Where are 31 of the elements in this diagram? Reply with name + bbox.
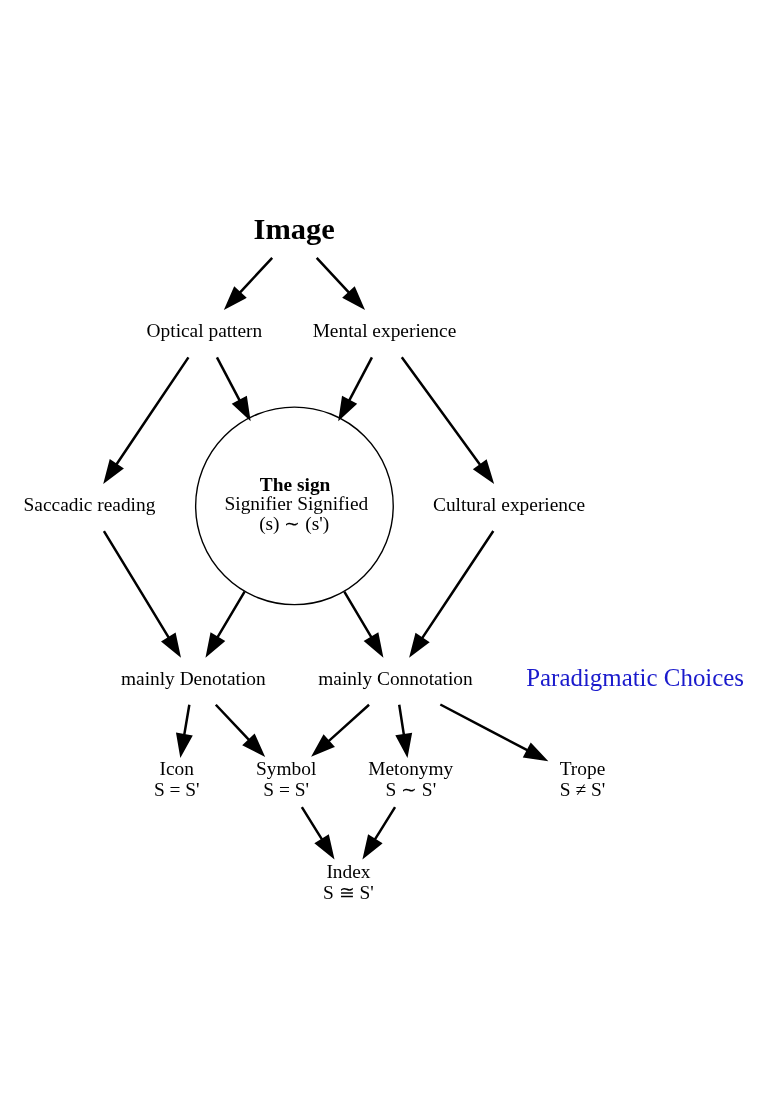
arrow bbox=[409, 530, 495, 658]
node-text: Optical pattern bbox=[146, 320, 263, 342]
node-text: Saccadic reading bbox=[23, 494, 156, 515]
arrow bbox=[214, 703, 266, 758]
arrow bbox=[315, 257, 366, 310]
label: Paradigmatic Choices bbox=[526, 663, 745, 691]
node-text: Trope S ≠ S' bbox=[559, 758, 606, 801]
node-text: Metonymy S ∼ S' bbox=[368, 758, 454, 801]
arrow bbox=[223, 257, 274, 310]
node-text: mainly Connotation bbox=[318, 667, 473, 689]
arrow bbox=[215, 356, 251, 422]
node-text: Symbol S = S' bbox=[255, 758, 317, 801]
node-text: Mental experience bbox=[312, 320, 457, 342]
arrow bbox=[439, 703, 549, 762]
arrow bbox=[343, 591, 384, 658]
node-text: Image bbox=[253, 211, 335, 246]
node-text: Cultural experience bbox=[432, 494, 586, 515]
arrow bbox=[205, 591, 246, 658]
node-text: mainly Denotation bbox=[120, 667, 266, 689]
arrow bbox=[395, 704, 413, 759]
arrow bbox=[311, 703, 370, 757]
node-text: Icon S = S' bbox=[153, 758, 200, 801]
arrow bbox=[103, 356, 190, 485]
arrow bbox=[338, 356, 374, 422]
arrow bbox=[362, 806, 397, 860]
node-circle: The sign Signifier Signified (s) ∼ (s') bbox=[194, 406, 394, 606]
arrow bbox=[102, 530, 181, 658]
arrow bbox=[300, 806, 335, 860]
node-text: Index S ≅ S' bbox=[323, 860, 374, 903]
arrow bbox=[175, 704, 193, 759]
arrow bbox=[400, 356, 495, 484]
